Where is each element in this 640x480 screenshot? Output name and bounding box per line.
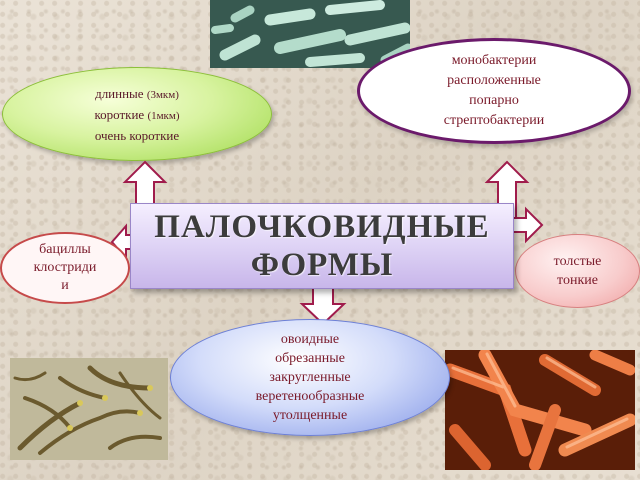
bacteria-photo-top — [210, 0, 410, 68]
size-ellipse: длинные (3мкм) короткие (1мкм) очень кор… — [2, 67, 272, 161]
size-long: длинные (3мкм) — [95, 85, 179, 101]
ends-line: овоидные — [280, 332, 340, 347]
spore-ellipse: бациллы клостриди и — [0, 232, 130, 304]
size-short: короткие (1мкм) — [94, 106, 180, 122]
arrow-down-icon — [299, 287, 347, 326]
arrangement-line: расположенные — [447, 73, 541, 88]
arrangement-line: попарно — [469, 93, 519, 108]
title-box: ПАЛОЧКОВИДНЫЕ ФОРМЫ — [130, 203, 514, 289]
spore-line: и — [61, 278, 69, 293]
title-line: ФОРМЫ — [250, 247, 394, 283]
arrangement-ellipse: монобактерии расположенные попарно стреп… — [357, 38, 631, 144]
bacteria-photo-bottom-left — [10, 358, 168, 460]
ends-ellipse: овоидные обрезанные закругленные веретен… — [170, 319, 450, 436]
size-very-short: очень короткие — [94, 127, 180, 143]
spore-line: бациллы — [39, 242, 91, 257]
thickness-ellipse: толстые тонкие — [515, 234, 640, 308]
thickness-line: тонкие — [557, 273, 598, 288]
ends-line: утолщенные — [272, 408, 348, 423]
title-line: ПАЛОЧКОВИДНЫЕ — [154, 209, 490, 245]
arrangement-line: стрептобактерии — [443, 113, 545, 128]
spore-line: клостриди — [33, 260, 97, 275]
ends-line: закругленные — [269, 370, 351, 385]
arrangement-line: монобактерии — [451, 53, 537, 68]
ends-line: веретенообразные — [255, 389, 365, 404]
arrow-right-icon — [511, 206, 544, 244]
ends-line: обрезанные — [275, 351, 345, 366]
bacteria-photo-bottom-right — [445, 350, 635, 470]
thickness-line: толстые — [553, 254, 602, 269]
